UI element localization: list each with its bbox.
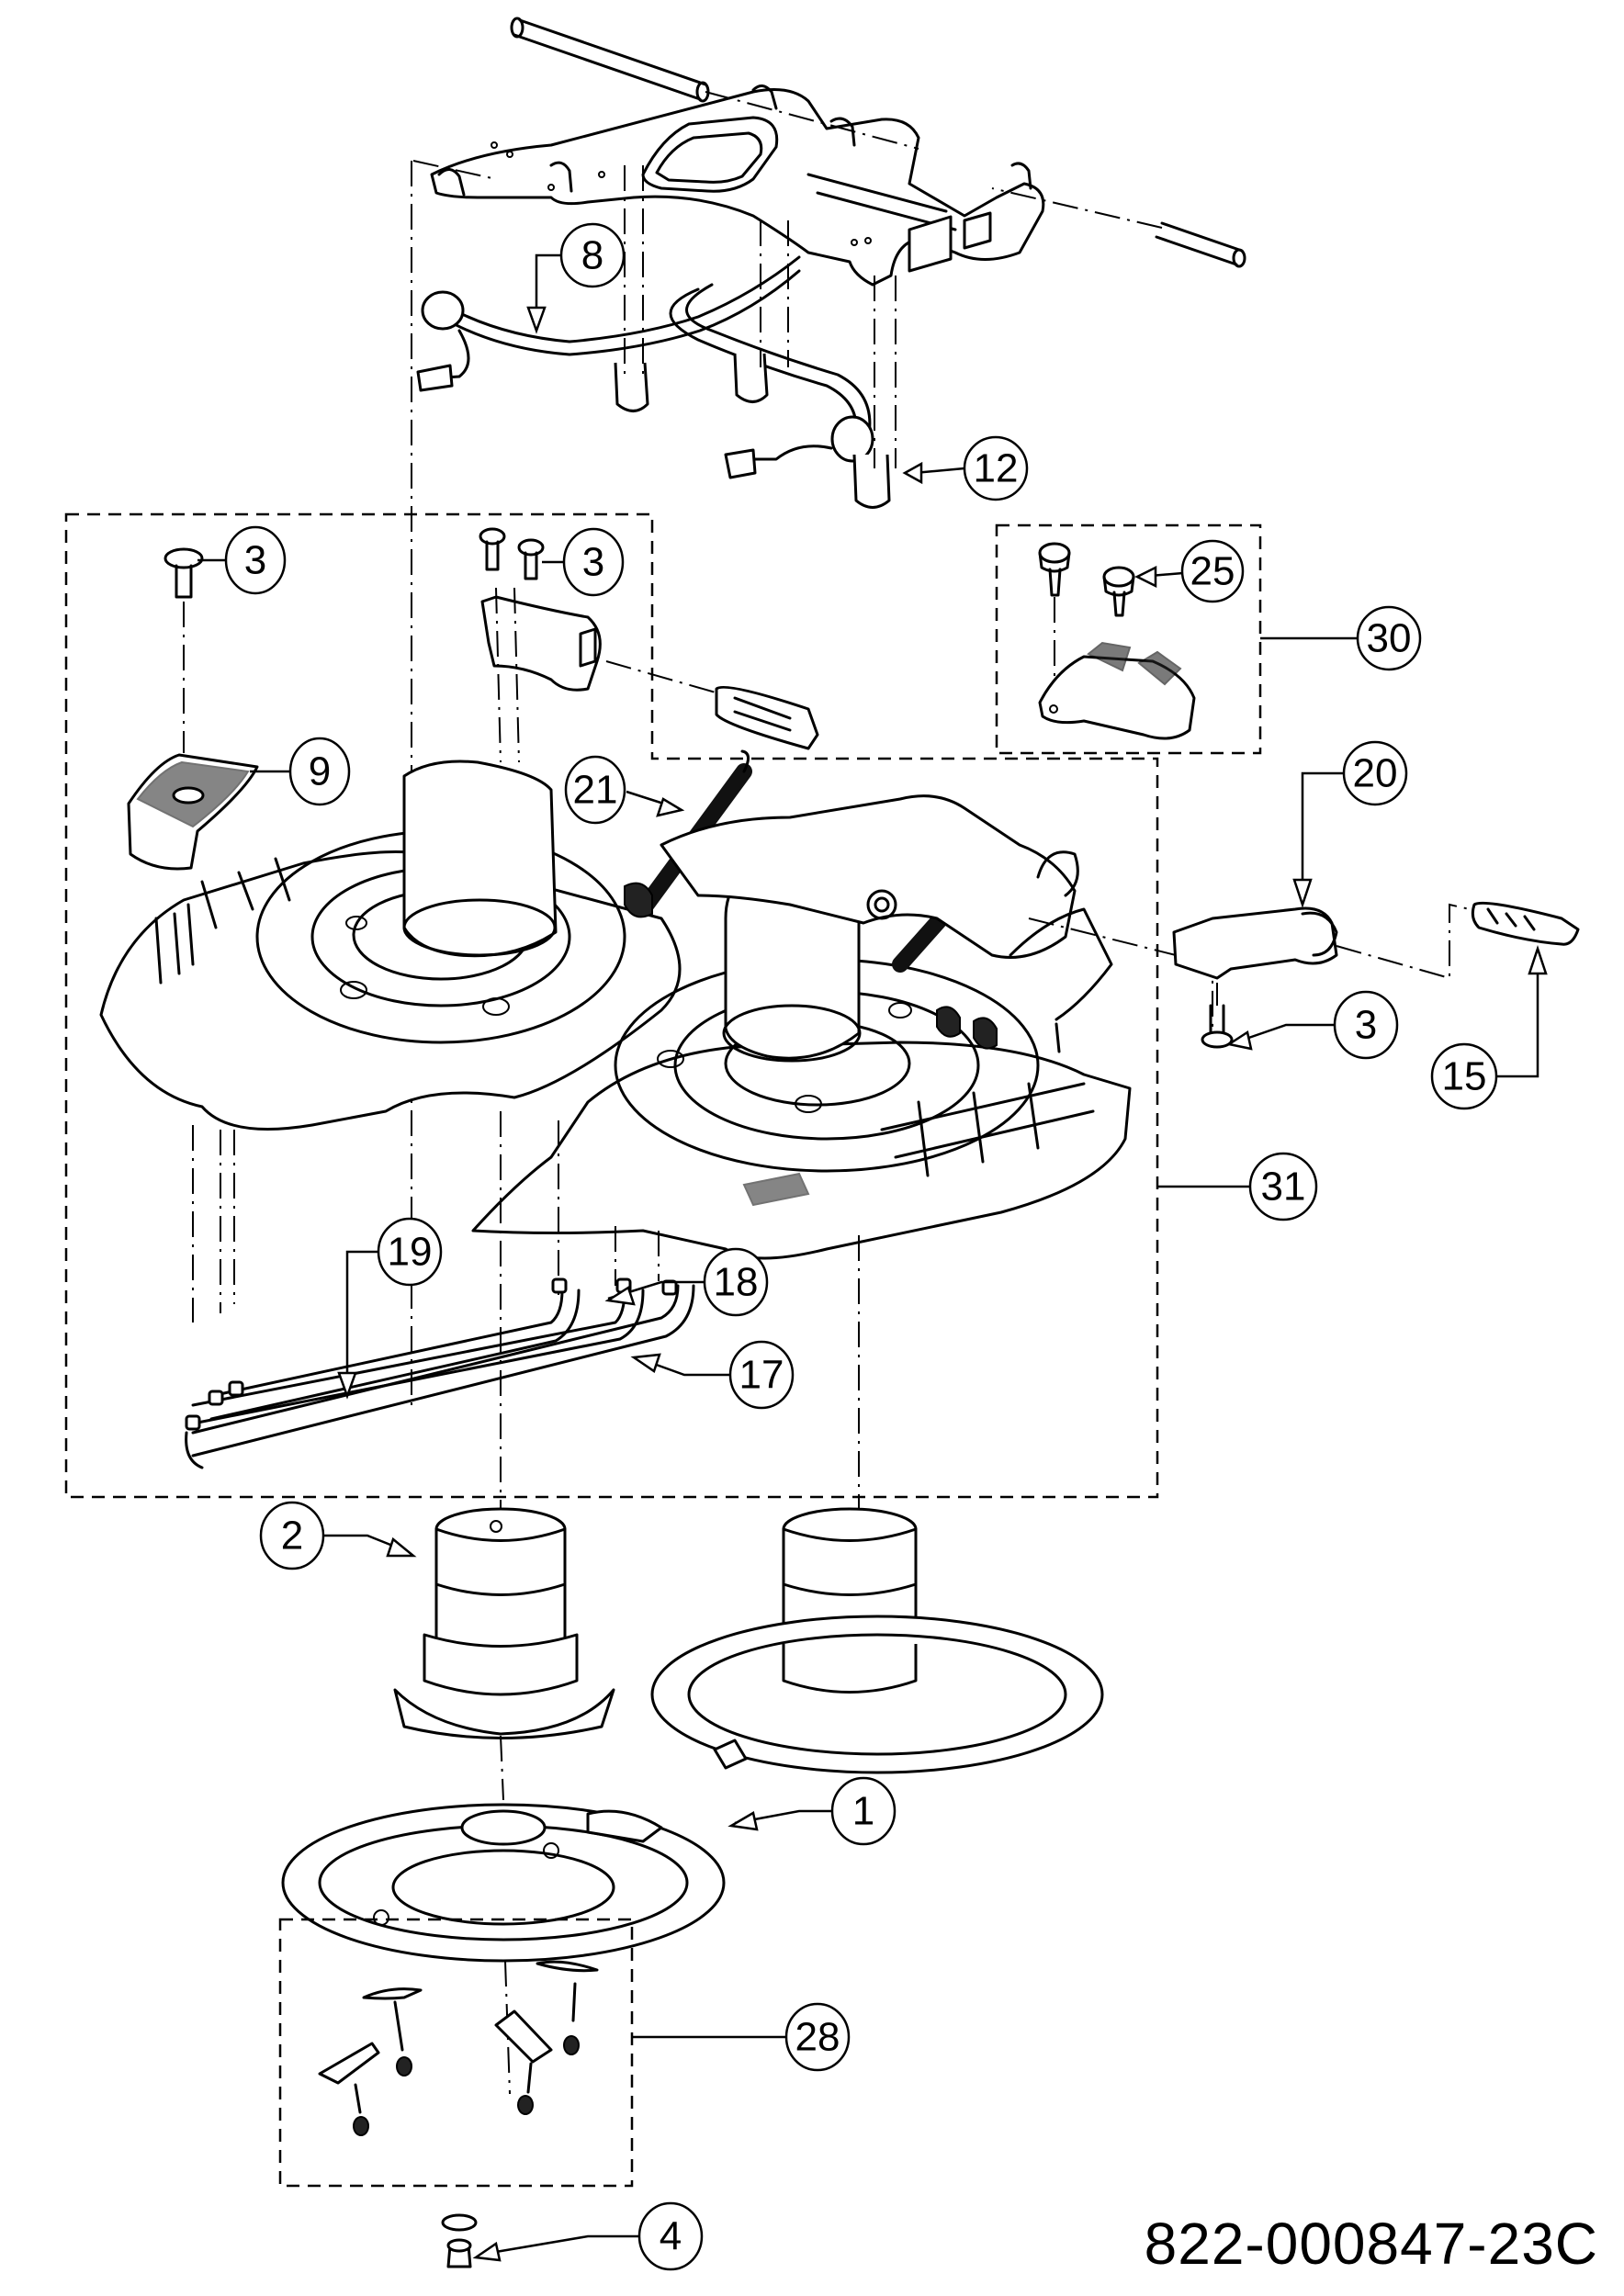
blade-disc-1 [281,1803,726,1963]
callout-17: 17 [630,1340,795,1410]
retaining-clip-15 [1471,901,1580,946]
assembly-box-31 [64,512,1159,1499]
callout-12: 12 [902,435,1029,501]
callout-label: 28 [795,2015,840,2060]
callout-3-right: 3 [1225,990,1399,1060]
assembly-box-28 [278,1918,634,2188]
callout-label: 31 [1261,1165,1306,1210]
assembly-box-30 [995,523,1262,755]
callout-label: 20 [1353,751,1398,796]
callout-8: 8 [526,222,626,334]
callout-label: 21 [573,768,618,813]
callout-31: 31 [1157,1152,1318,1221]
callout-20: 20 [1292,740,1408,908]
wire-guides-17-18-19 [185,1277,695,1469]
rollers-25 [1038,542,1135,617]
bolts-3-center [479,527,545,580]
height-adjust-rocker [624,794,1113,1053]
callout-label: 18 [714,1260,759,1305]
callout-1: 1 [727,1776,897,1846]
blade-kit-28 [318,1960,599,2136]
callout-label: 30 [1367,616,1412,661]
callout-label: 1 [852,1789,874,1834]
callout-4: 4 [472,2201,704,2271]
callout-18: 18 [604,1247,769,1317]
callout-label: 4 [660,2214,682,2259]
callout-label: 25 [1190,549,1235,594]
top-frame-assembly [430,17,1246,287]
callout-30: 30 [1260,605,1422,671]
callout-21: 21 [564,755,685,825]
callout-label: 3 [582,540,604,585]
motor-2-left [393,1507,615,1739]
blade-disc-right [650,1615,1104,1774]
handle-bracket [480,595,602,692]
wire-harness-8 [416,255,891,509]
callout-19: 19 [337,1217,443,1400]
callout-3-left: 3 [197,525,287,595]
bolt-3-right [1201,1004,1234,1049]
callout-label: 15 [1442,1054,1487,1099]
guide-rail-20 [1172,906,1338,980]
callout-label: 3 [1355,1003,1377,1048]
motor-dome-left [402,760,558,958]
callout-2: 2 [259,1501,417,1570]
callout-label: 8 [581,233,603,278]
drawing-part-number: 822-000847-23C [1144,2211,1598,2277]
roller-bracket-30 [1038,641,1196,740]
callout-25: 25 [1134,539,1245,603]
callout-15: 15 [1430,945,1548,1110]
callout-label: 19 [388,1230,433,1275]
callout-3-center: 3 [542,527,625,597]
foot-pedal-9 [127,753,259,871]
callout-label: 2 [281,1514,303,1559]
callout-label: 9 [309,749,331,794]
callout-label: 3 [244,538,266,583]
callout-9: 9 [250,737,351,806]
axle-pin-left [510,17,710,103]
bolt-3-left [164,547,204,599]
callout-28: 28 [632,2002,851,2072]
callout-label: 17 [739,1353,784,1398]
callout-label: 12 [974,446,1019,491]
axle-pin-right [1155,221,1246,268]
blade-nut-4 [441,2213,478,2268]
anchor-bolt [715,685,819,750]
